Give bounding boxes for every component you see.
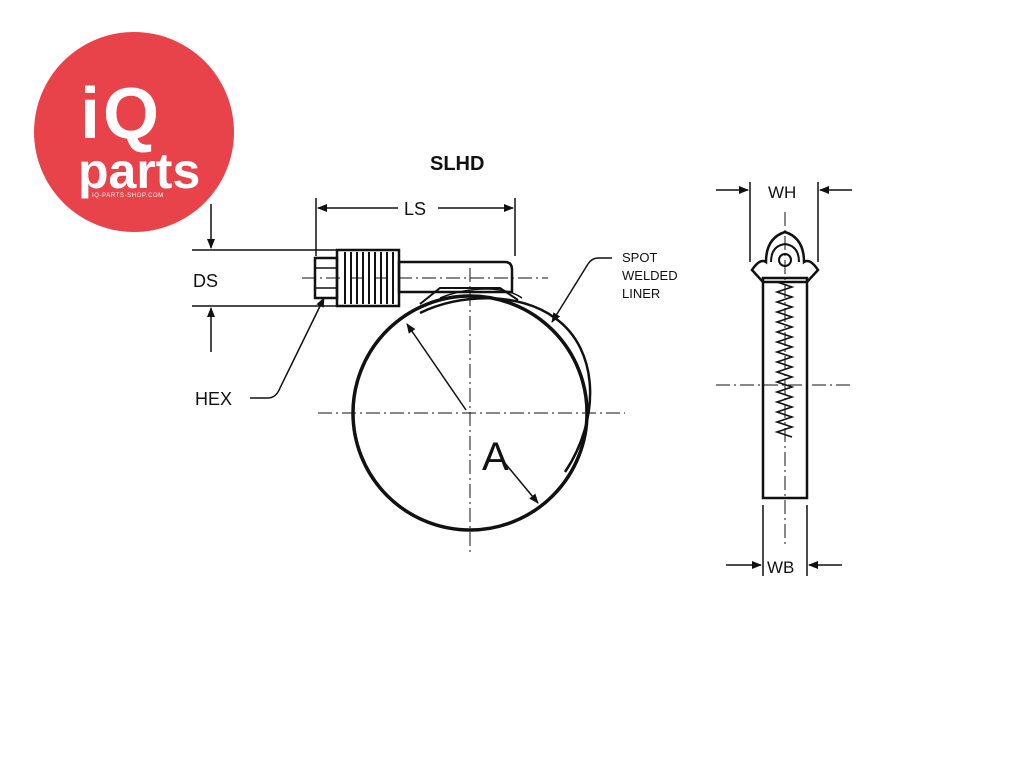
logo-letter-q: Q bbox=[103, 74, 159, 154]
iq-parts-logo: i Q parts IQ-PARTS-SHOP.COM bbox=[34, 32, 234, 232]
logo-circle bbox=[34, 32, 234, 232]
wb-label: WB bbox=[767, 558, 794, 577]
ls-label: LS bbox=[404, 199, 426, 219]
liner-label-line3: LINER bbox=[622, 286, 660, 301]
logo-letter-i: i bbox=[80, 74, 100, 154]
ls-dimension: LS bbox=[315, 198, 516, 256]
a-diameter: A bbox=[406, 323, 539, 504]
liner-label-line2: WELDED bbox=[622, 268, 678, 283]
liner-label-line1: SPOT bbox=[622, 250, 657, 265]
wh-label: WH bbox=[768, 183, 796, 202]
side-view bbox=[716, 212, 852, 545]
hex-label: HEX bbox=[195, 389, 232, 409]
wb-dimension: WB bbox=[726, 505, 842, 577]
band-side bbox=[761, 276, 809, 500]
screw-housing bbox=[313, 248, 519, 308]
diagram-title: SLHD bbox=[430, 153, 484, 175]
logo-website: IQ-PARTS-SHOP.COM bbox=[92, 193, 164, 199]
ds-dimension: DS bbox=[192, 204, 336, 352]
liner-callout: SPOT WELDED LINER bbox=[551, 250, 678, 323]
hex-callout: HEX bbox=[195, 297, 325, 409]
ds-label: DS bbox=[193, 271, 218, 291]
a-label: A bbox=[482, 435, 509, 479]
wh-dimension: WH bbox=[716, 182, 852, 262]
logo-word-parts: parts bbox=[78, 143, 200, 199]
housing-side bbox=[750, 230, 820, 284]
front-view-centerlines bbox=[302, 268, 625, 556]
clamp-band bbox=[351, 288, 592, 532]
